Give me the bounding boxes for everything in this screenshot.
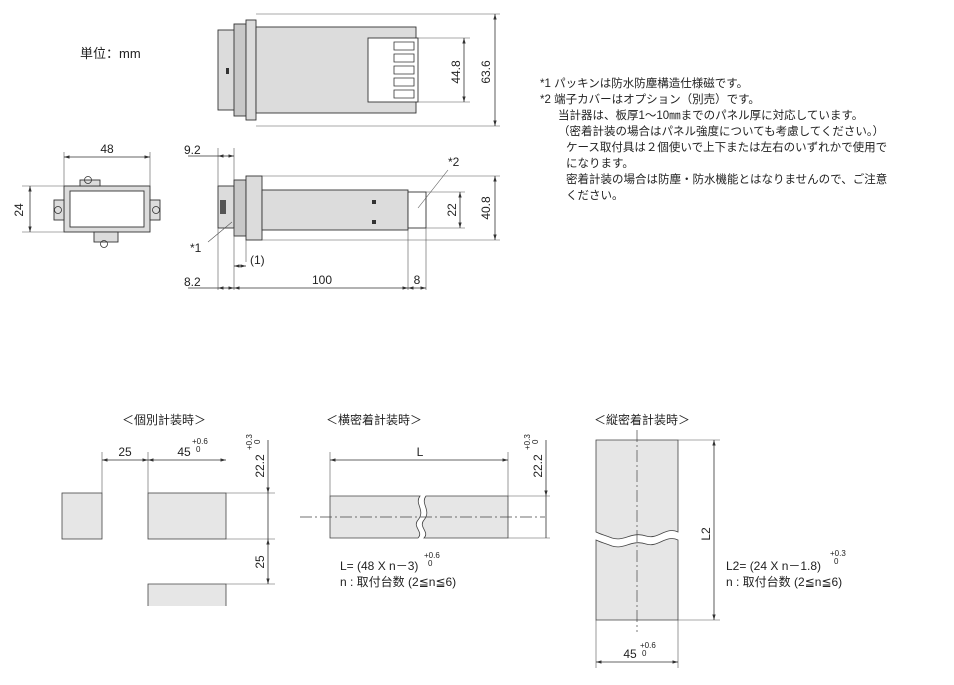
dim-25-v: 25 bbox=[253, 555, 267, 569]
top-view-flange bbox=[233, 23, 247, 117]
dim-40-8: 40.8 bbox=[479, 196, 493, 220]
cutout-horizontal-title: ＜横密着計装時＞ bbox=[326, 412, 422, 427]
dim-45: 45 bbox=[177, 445, 191, 459]
note-line-6: になります。 bbox=[566, 157, 634, 170]
front-view: 48 24 bbox=[12, 142, 161, 248]
cutout-individual-main-hole bbox=[147, 492, 227, 540]
note-line-3: 当計器は、板厚1～10㎜までのパネル厚に対応しています。 bbox=[558, 108, 863, 122]
leader-2 bbox=[417, 169, 449, 209]
dim-24: 24 bbox=[12, 203, 26, 217]
dim-100: 100 bbox=[312, 273, 332, 287]
dim-63-6: 63.6 bbox=[479, 60, 493, 84]
formula-L2-tol-upper: +0.3 bbox=[830, 549, 846, 558]
front-view-left-bracket bbox=[53, 199, 65, 221]
side-view-terminal-cover bbox=[407, 191, 427, 229]
side-view-mark-b bbox=[372, 220, 376, 224]
front-view-bottom-screw bbox=[100, 240, 108, 248]
side-view: *1 *2 9.2 8.2 100 8 (1) 22 40.8 bbox=[184, 143, 500, 290]
dim-1: (1) bbox=[250, 253, 265, 267]
formula-L-tol-lower: 0 bbox=[428, 559, 433, 568]
n-note-vertical: n : 取付台数 (2≦n≦6) bbox=[726, 574, 842, 589]
side-view-flange bbox=[233, 179, 247, 237]
cutout-individual-title: ＜個別計装時＞ bbox=[122, 412, 206, 427]
tol-22-2-lower: 0 bbox=[253, 439, 262, 444]
dim-45-v: 45 bbox=[623, 647, 637, 661]
front-view-bottom-bracket bbox=[93, 231, 119, 243]
unit-label: 単位：mm bbox=[80, 46, 141, 61]
note-line-1: *1 パッキンは防水防塵構造仕様磁です。 bbox=[540, 76, 748, 90]
note-line-5: ケース取付具は２個使いで上下または左右のいずれかで使用で bbox=[566, 140, 887, 154]
front-view-display bbox=[69, 190, 145, 228]
front-view-left-screw bbox=[54, 206, 62, 214]
cutout-vertical-title: ＜縦密着計装時＞ bbox=[594, 412, 690, 427]
dim-48: 48 bbox=[100, 142, 114, 156]
dim-22-2: 22.2 bbox=[253, 454, 267, 478]
side-view-bracket bbox=[245, 175, 263, 241]
side-view-packing bbox=[220, 200, 226, 214]
dim-9-2: 9.2 bbox=[184, 143, 201, 157]
tol-45-v-upper: +0.6 bbox=[640, 641, 656, 650]
dim-44-8: 44.8 bbox=[449, 60, 463, 84]
cutout-individual: ＜個別計装時＞ 25 45 +0.6 0 22.2 +0.3 0 25 bbox=[61, 412, 275, 606]
mark-2: *2 bbox=[448, 155, 460, 169]
tol-22-2-h-upper: +0.3 bbox=[523, 434, 532, 450]
note-line-8: ください。 bbox=[566, 189, 624, 202]
top-view-terminal-block bbox=[367, 37, 419, 103]
top-view-terminals bbox=[393, 41, 415, 99]
note-line-4: （密着計装の場合はパネル強度についても考慮してください。） bbox=[558, 124, 884, 138]
side-view-case bbox=[261, 189, 409, 231]
front-view-right-screw bbox=[152, 206, 160, 214]
cutout-vertical-upper-part bbox=[595, 439, 679, 540]
top-view-indicator bbox=[226, 68, 229, 74]
dim-L: L bbox=[417, 445, 424, 459]
tol-22-2-h-lower: 0 bbox=[531, 439, 540, 444]
tol-45-lower: 0 bbox=[196, 445, 201, 454]
dim-22-2-h: 22.2 bbox=[531, 454, 545, 478]
note-line-2: *2 端子カバーはオプション（別売）です。 bbox=[540, 93, 760, 106]
tol-22-2-upper: +0.3 bbox=[245, 434, 254, 450]
mark-1: *1 bbox=[190, 241, 202, 255]
leader-1 bbox=[207, 221, 233, 243]
note-line-7: 密着計装の場合は防塵・防水機能とはなりませんので、ご注意 bbox=[566, 172, 887, 186]
formula-L2-tol-lower: 0 bbox=[834, 557, 839, 566]
dim-8: 8 bbox=[414, 273, 421, 287]
formula-L-tol-upper: +0.6 bbox=[424, 551, 440, 560]
tol-45-upper: +0.6 bbox=[192, 437, 208, 446]
cutout-individual-left-hole bbox=[61, 492, 103, 540]
front-view-right-bracket bbox=[149, 199, 161, 221]
dim-25-h: 25 bbox=[118, 445, 132, 459]
dim-22: 22 bbox=[445, 203, 459, 217]
cutout-horizontal: ＜横密着計装時＞ L 22.2 +0.3 0 L= (48 X n－3) +0.… bbox=[300, 412, 550, 589]
front-view-top-screw bbox=[84, 176, 92, 184]
top-view-bracket bbox=[245, 19, 257, 121]
cutout-individual-lower-hole bbox=[147, 583, 227, 606]
dim-L2: L2 bbox=[699, 527, 713, 541]
cutout-vertical: ＜縦密着計装時＞ L2 L2= (24 X n－1.8) +0.3 0 n : … bbox=[594, 412, 846, 668]
formula-L: L= (48 X n－3) bbox=[340, 559, 418, 573]
top-view: 44.8 63.6 bbox=[217, 13, 500, 127]
dim-8-2: 8.2 bbox=[184, 275, 201, 289]
formula-L2: L2= (24 X n－1.8) bbox=[726, 559, 821, 573]
side-view-mark-a bbox=[372, 200, 376, 204]
n-note-horizontal: n : 取付台数 (2≦n≦6) bbox=[340, 574, 456, 589]
notes: *1 パッキンは防水防塵構造仕様磁です。 *2 端子カバーはオプション（別売）で… bbox=[540, 76, 887, 202]
tol-45-v-lower: 0 bbox=[642, 649, 647, 658]
